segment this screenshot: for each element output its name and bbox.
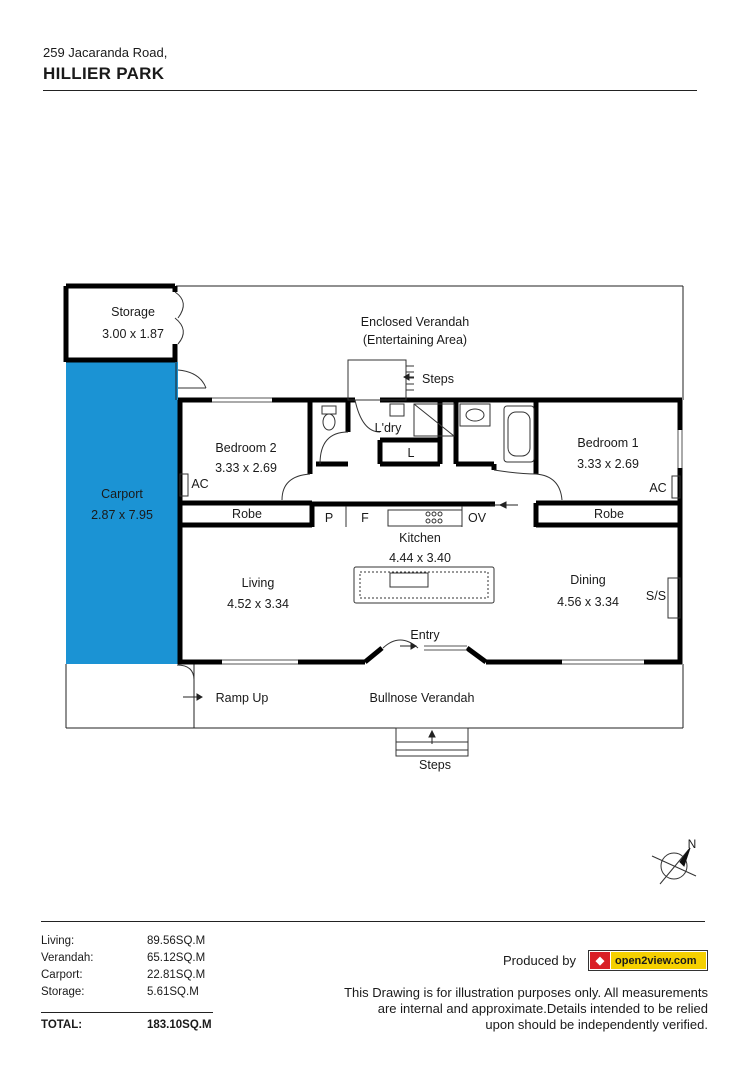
bedroom1-size: 3.33 x 2.69	[577, 457, 639, 471]
ac-right-label: AC	[649, 481, 666, 495]
open2view-logo-text: open2view.com	[611, 952, 706, 969]
robe-right-label: Robe	[594, 507, 624, 521]
door-swings	[176, 399, 563, 681]
area-value: 65.12SQ.M	[147, 952, 206, 964]
windows	[212, 397, 683, 665]
ac-left-label: AC	[191, 477, 208, 491]
carport-area	[66, 362, 178, 664]
storage-size: 3.00 x 1.87	[102, 327, 164, 341]
dining-size: 4.56 x 3.34	[557, 595, 619, 609]
oven-label: OV	[468, 511, 487, 525]
disclaimer-line: upon should be independently verified.	[485, 1017, 708, 1032]
area-label: Living:	[41, 935, 75, 947]
address-suburb: HILLIER PARK	[43, 64, 165, 83]
carport-size: 2.87 x 7.95	[91, 508, 153, 522]
ramp-label: Ramp Up	[216, 691, 269, 705]
dining-label: Dining	[570, 573, 605, 587]
total-value: 183.10SQ.M	[147, 1019, 212, 1031]
area-label: Storage:	[41, 986, 85, 998]
area-value: 5.61SQ.M	[147, 986, 199, 998]
open2view-logo-icon: ◆	[590, 952, 610, 969]
verandah-outline	[65, 285, 684, 729]
compass-north-label: N	[688, 837, 697, 851]
bedroom2-label: Bedroom 2	[215, 441, 276, 455]
slow-combustion-label: S/S	[646, 589, 666, 603]
steps-top-label: Steps	[422, 372, 454, 386]
disclaimer-line: are internal and approximate.Details int…	[377, 1001, 708, 1016]
enclosed-verandah-note: (Entertaining Area)	[363, 333, 467, 347]
entry-label: Entry	[410, 628, 440, 642]
open2view-logo: ◆ open2view.com	[588, 950, 708, 971]
storage-door-icon	[174, 291, 207, 389]
north-compass-icon	[651, 847, 697, 885]
kitchen-size: 4.44 x 3.40	[389, 551, 451, 565]
area-total: TOTAL: 183.10SQ.M	[41, 1019, 212, 1031]
storage-walls	[63, 283, 178, 363]
robe-left-label: Robe	[232, 507, 262, 521]
pantry-label: P	[325, 511, 333, 525]
fridge-label: F	[361, 511, 369, 525]
steps-top	[347, 359, 414, 401]
area-value: 22.81SQ.M	[147, 969, 206, 981]
area-label: Verandah:	[41, 952, 94, 964]
living-size: 4.52 x 3.34	[227, 597, 289, 611]
storage-label: Storage	[111, 305, 155, 319]
carport-label: Carport	[101, 487, 143, 501]
header-divider	[43, 90, 697, 91]
kitchen-label: Kitchen	[399, 531, 441, 545]
bullnose-verandah-label: Bullnose Verandah	[370, 691, 475, 705]
steps-bottom-label: Steps	[419, 758, 451, 772]
fixtures	[179, 403, 681, 619]
disclaimer: This Drawing is for illustration purpose…	[308, 985, 708, 1033]
area-label: Carport:	[41, 969, 83, 981]
living-label: Living	[242, 576, 275, 590]
linen-label: L	[408, 446, 415, 460]
bedroom2-size: 3.33 x 2.69	[215, 461, 277, 475]
arrows	[183, 373, 518, 744]
enclosed-verandah-label: Enclosed Verandah	[361, 315, 469, 329]
produced-by-label: Produced by	[503, 953, 576, 968]
area-value: 89.56SQ.M	[147, 935, 206, 947]
laundry-label: L'dry	[375, 421, 402, 435]
total-divider	[41, 1012, 213, 1013]
footer-divider	[41, 921, 705, 922]
bedroom1-label: Bedroom 1	[577, 436, 638, 450]
disclaimer-line: This Drawing is for illustration purpose…	[344, 985, 708, 1000]
address-line-1: 259 Jacaranda Road,	[43, 45, 168, 60]
total-label: TOTAL:	[41, 1019, 83, 1031]
